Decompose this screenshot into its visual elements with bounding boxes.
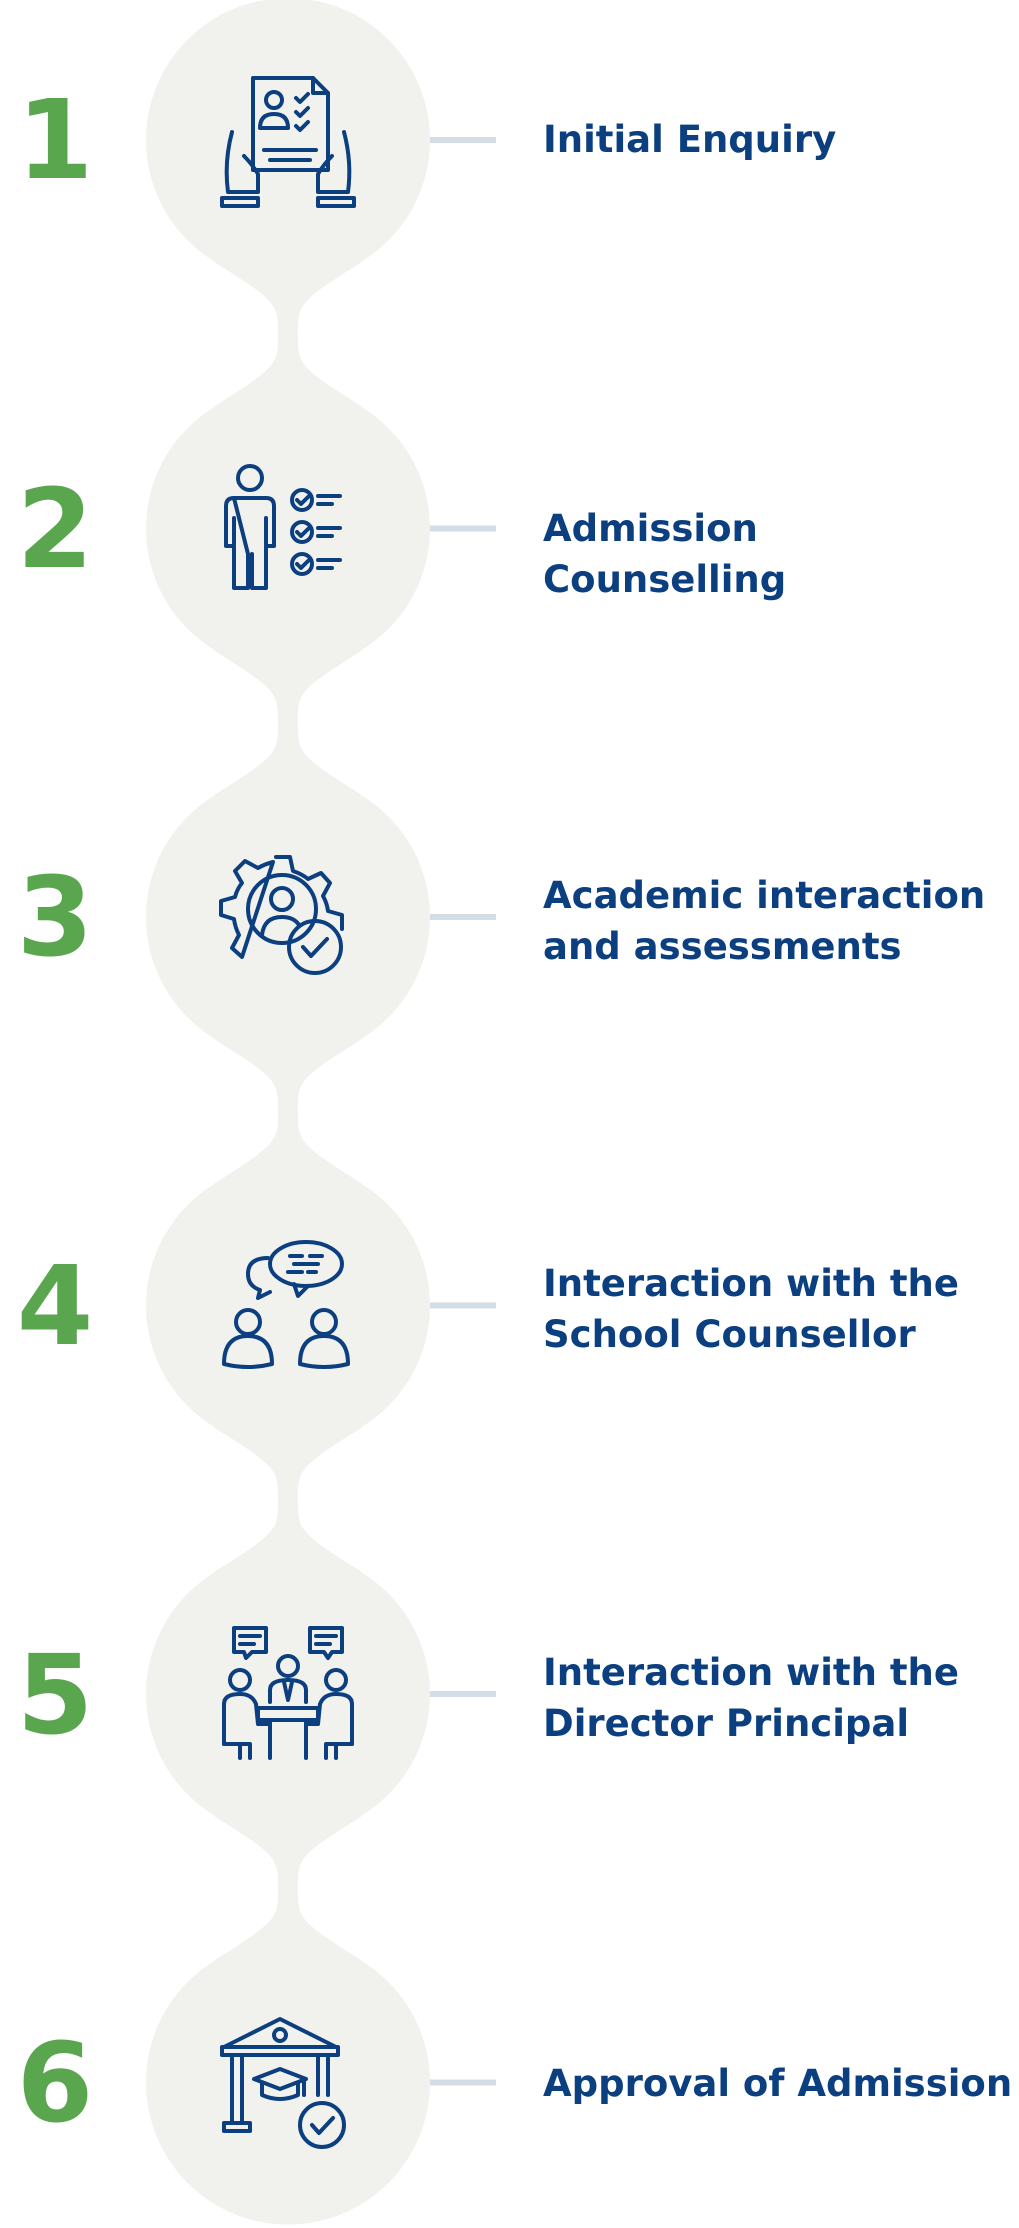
step-label-3: Academic interaction and assessments [543,874,986,968]
step-neck [214,1427,362,1572]
connector-line [430,1691,496,1697]
checklist-person-icon [218,458,358,598]
step-label-6: Approval of Admission [543,2062,1013,2105]
application-form-icon [218,70,358,210]
graduation-approval-icon [218,2013,358,2153]
meeting-icon [218,1624,358,1764]
step-neck [214,262,362,407]
gear-user-check-icon [218,847,358,987]
step-label-1: Initial Enquiry [543,118,837,161]
connector-line [430,2079,496,2086]
step-neck [214,1816,362,1961]
conversation-icon [218,1236,358,1376]
step-neck [214,650,362,795]
step-number-1: 1 [16,76,94,204]
connector-line [430,1302,496,1309]
step-circle [146,1163,430,1448]
step-label-5: Interaction with the Director Principal [543,1651,959,1745]
step-number-2: 2 [16,465,94,593]
step-neck [214,1039,362,1184]
step-number-6: 6 [16,2019,94,2147]
connector-line [430,137,496,143]
step-number-5: 5 [16,1631,94,1759]
step-circle [146,0,430,282]
step-label-4: Interaction with the School Counsellor [543,1262,959,1356]
step-label-2: Admission Counselling [543,507,787,601]
connector-line [430,525,496,532]
connector-line [430,914,496,920]
step-circle [146,386,430,671]
step-number-4: 4 [16,1242,94,1370]
step-circle [146,1940,430,2225]
step-number-3: 3 [16,853,94,981]
